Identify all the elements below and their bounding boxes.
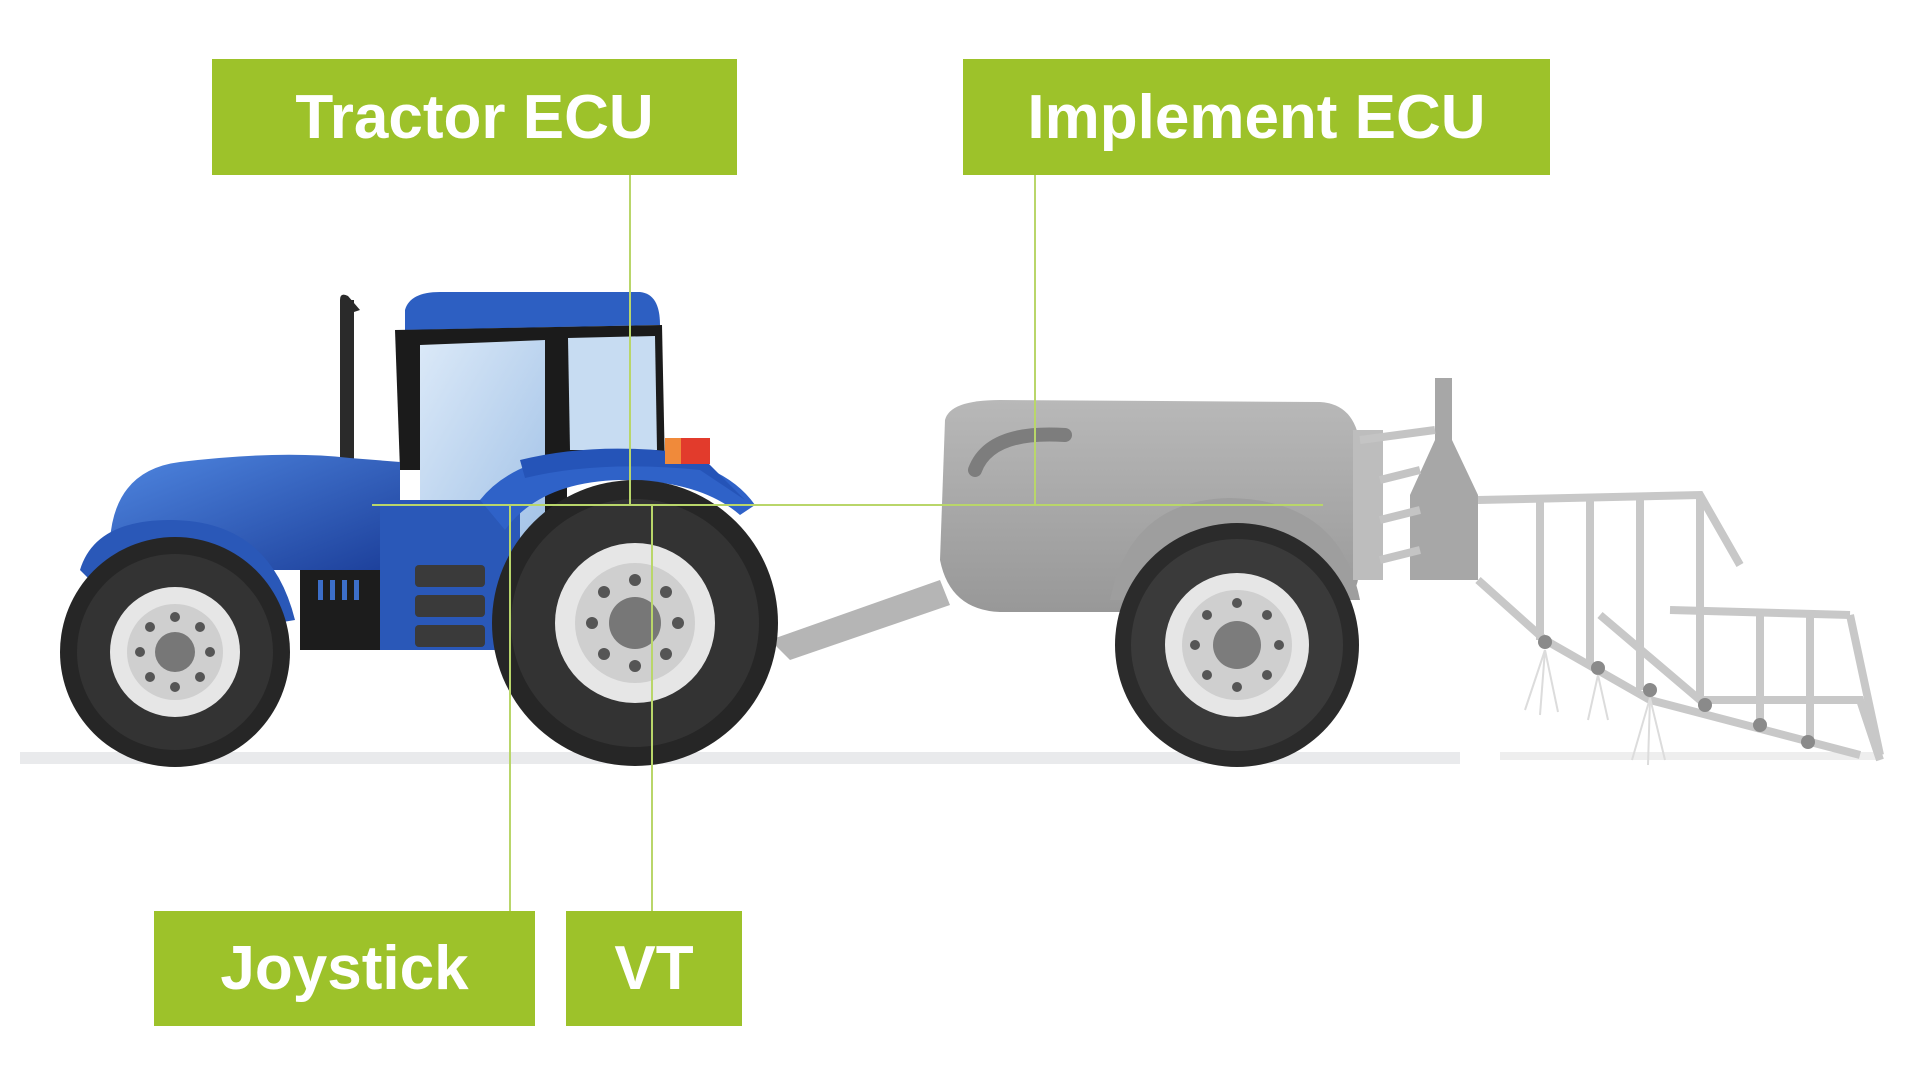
- vt-label: VT: [614, 934, 694, 1003]
- cab-steps: [415, 565, 485, 647]
- connector-lines: [372, 175, 1323, 911]
- implement-wheel: [1115, 523, 1359, 767]
- tractor-grille: [300, 570, 395, 650]
- joystick-label: Joystick: [220, 934, 469, 1003]
- front-wheel: [60, 537, 290, 767]
- sprayer-illustration: [770, 378, 1884, 767]
- cab-roof: [405, 292, 660, 330]
- spray-nozzles: [1538, 635, 1815, 749]
- tractor-ecu-label: Tractor ECU: [295, 82, 654, 152]
- ground-shadow: [20, 752, 1880, 764]
- spray-mist: [1524, 649, 1666, 766]
- implement-ecu-label: Implement ECU: [1027, 82, 1486, 152]
- spray-boom: [1475, 490, 1884, 762]
- rear-wheel: [492, 480, 778, 766]
- tractor-illustration: [60, 292, 778, 767]
- label-backgrounds: [154, 59, 1550, 1026]
